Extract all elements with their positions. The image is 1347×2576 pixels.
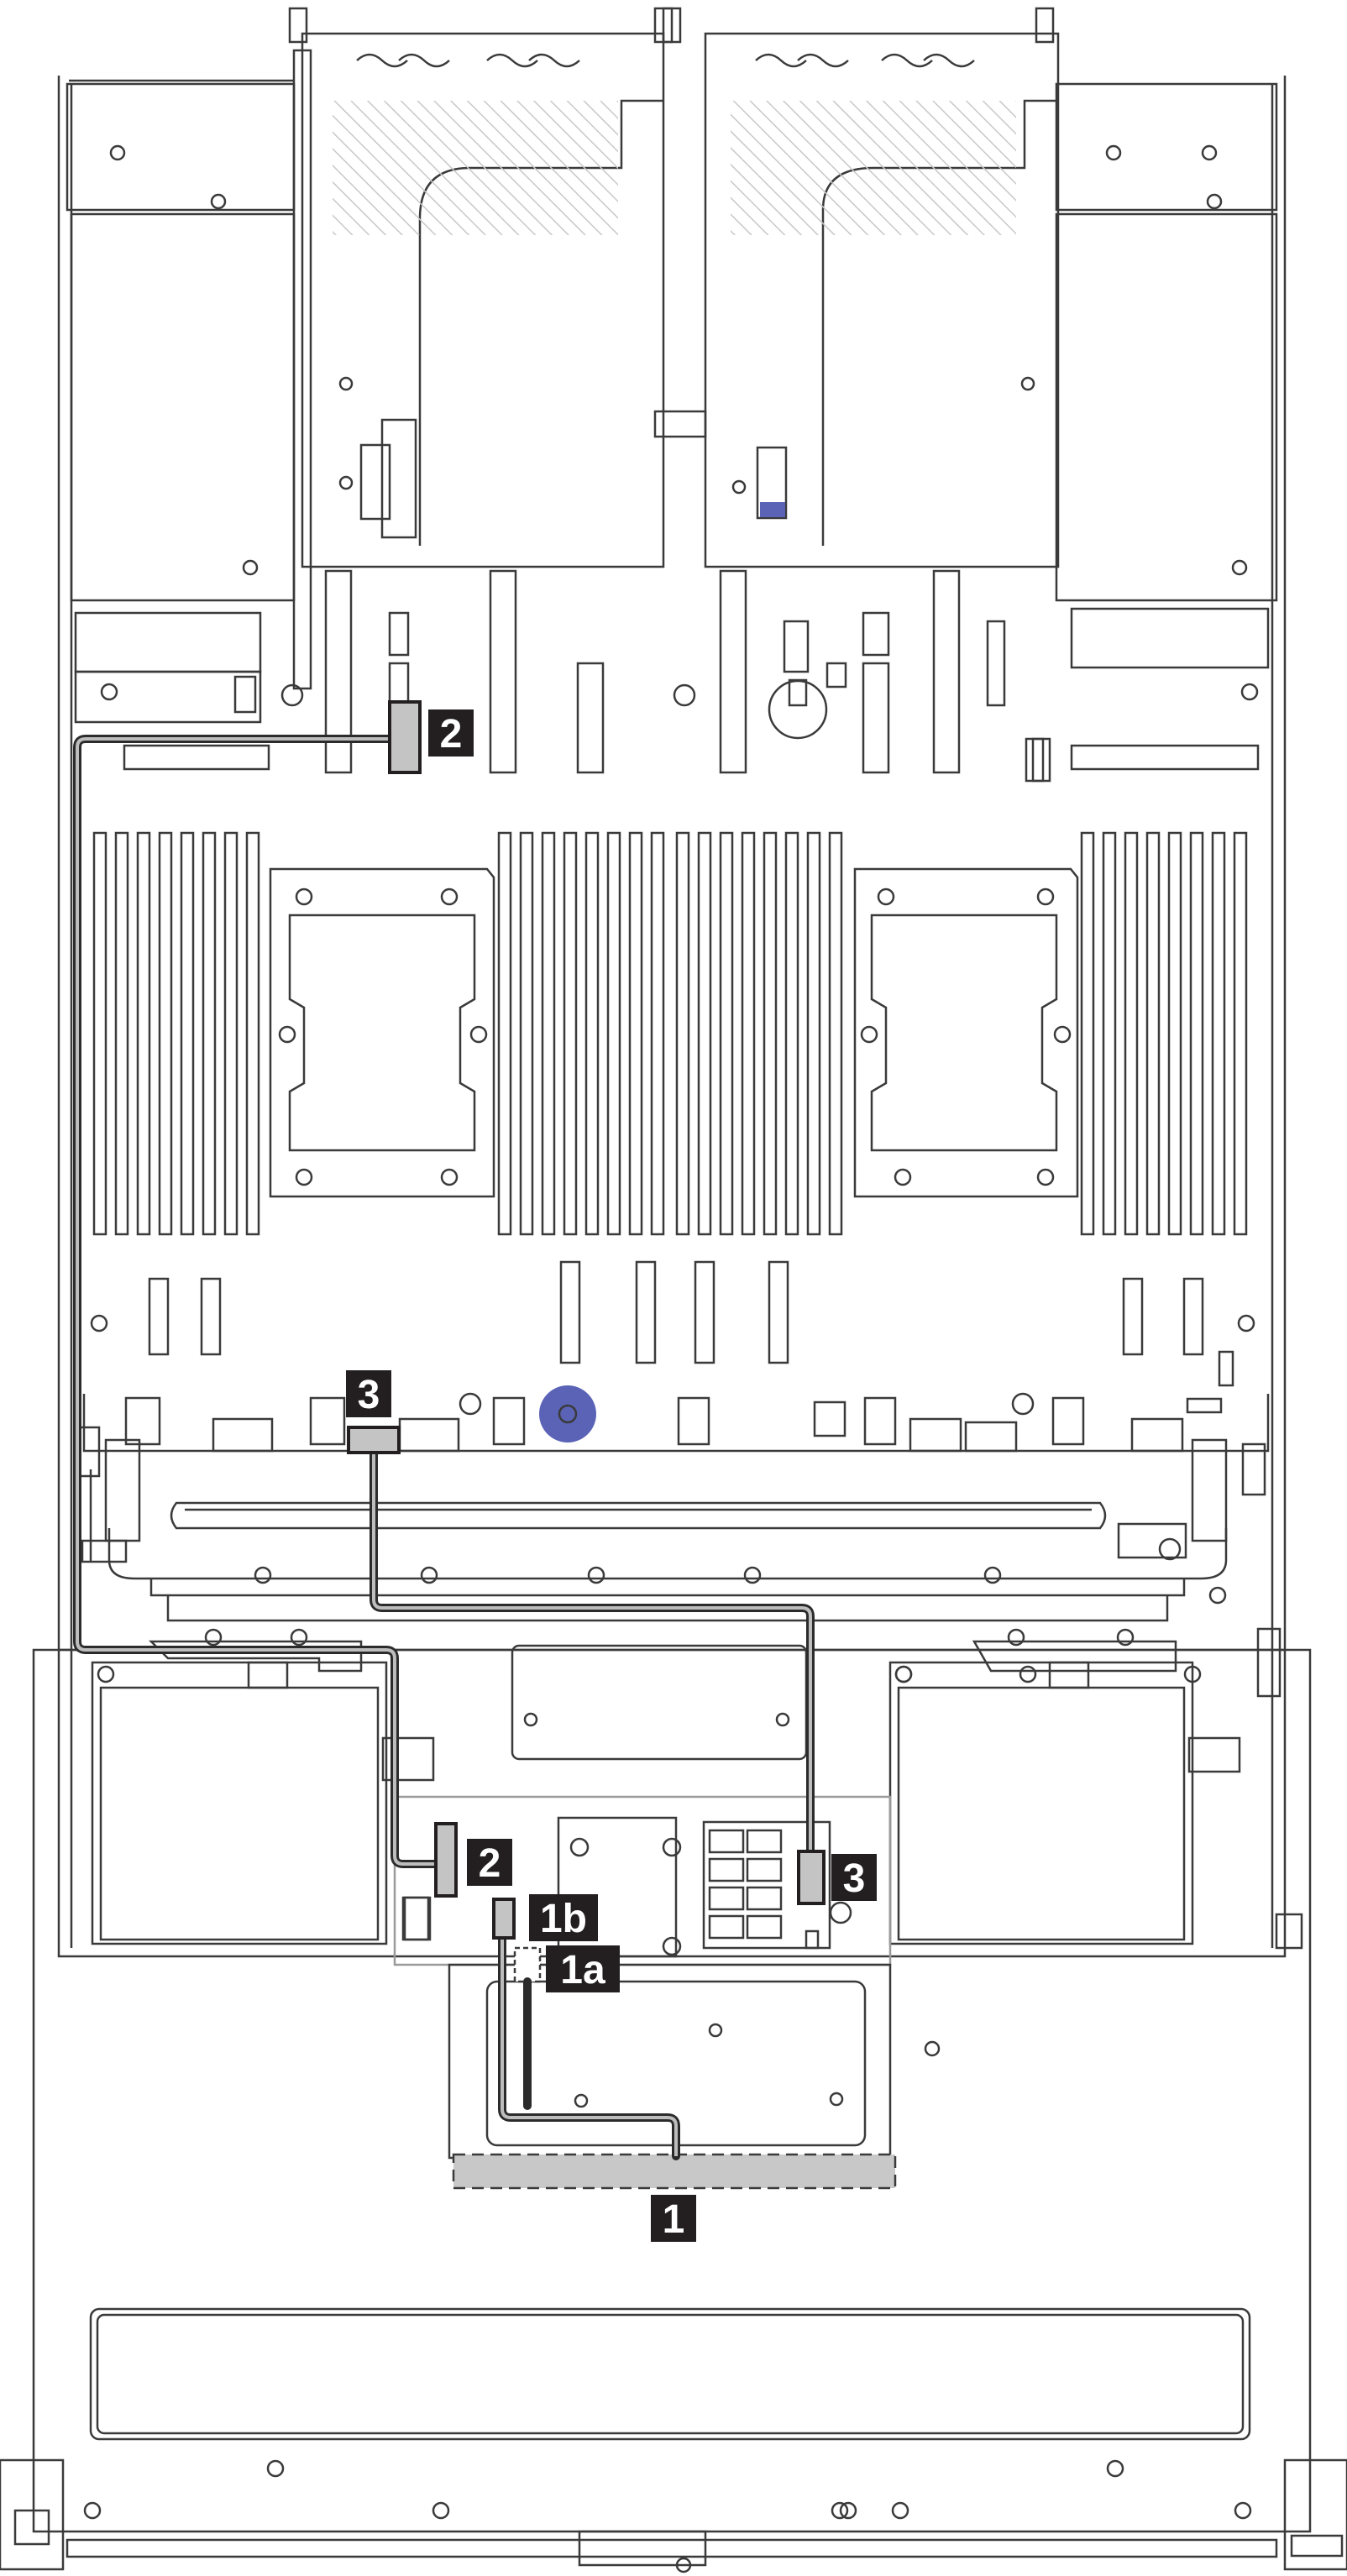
callout-3-bottom: 3	[831, 1854, 877, 1901]
motherboard-front-connectors	[82, 1392, 1270, 1453]
power-supply-left	[66, 79, 296, 602]
fan-bracket	[81, 1438, 1228, 1622]
connector-3-motherboard	[347, 1426, 401, 1454]
drive-bay-slot-1	[452, 2153, 897, 2190]
motherboard-blue-screw	[539, 1385, 596, 1442]
connector-2-backplane	[434, 1822, 458, 1898]
callout-1a-label: 1a	[560, 1948, 605, 1992]
raid-adapter-area	[448, 1963, 892, 2160]
cpu-socket-left	[269, 867, 495, 1198]
callout-1-label: 1	[663, 2197, 685, 2242]
cpu-socket-right	[853, 867, 1079, 1198]
dimm-slots-right	[1080, 831, 1248, 1236]
connector-1b	[492, 1898, 516, 1940]
callout-1a: 1a	[546, 1945, 620, 1992]
riser-left	[288, 7, 674, 690]
connector-2-motherboard	[388, 700, 422, 774]
power-supply-right	[1055, 82, 1278, 669]
dimm-slots-left	[92, 831, 260, 1236]
dimm-slots-center	[497, 831, 843, 1236]
callout-2-top-label: 2	[440, 712, 463, 757]
callout-3-top: 3	[346, 1370, 391, 1417]
callout-3-bottom-label: 3	[843, 1856, 866, 1901]
callout-1b-label: 1b	[540, 1897, 587, 1941]
pcie-slots-lower	[148, 1260, 1234, 1387]
dimm-connector-row	[123, 737, 1260, 783]
front-panel	[0, 2040, 1347, 2573]
callout-2-top: 2	[428, 709, 474, 757]
riser-latch-blue	[760, 502, 785, 517]
screw-head-icon	[558, 1404, 578, 1424]
callout-2-bottom-label: 2	[479, 1841, 501, 1886]
drive-cage-right	[888, 1661, 1303, 1950]
riser-right	[653, 7, 1060, 568]
drive-cage-left	[91, 1661, 435, 1945]
connector-1a	[513, 1946, 542, 1983]
connector-3-backplane	[797, 1850, 825, 1905]
callout-1b: 1b	[529, 1894, 598, 1941]
callout-2-bottom: 2	[467, 1839, 512, 1886]
callout-3-top-label: 3	[358, 1373, 380, 1417]
callout-1: 1	[651, 2195, 696, 2242]
